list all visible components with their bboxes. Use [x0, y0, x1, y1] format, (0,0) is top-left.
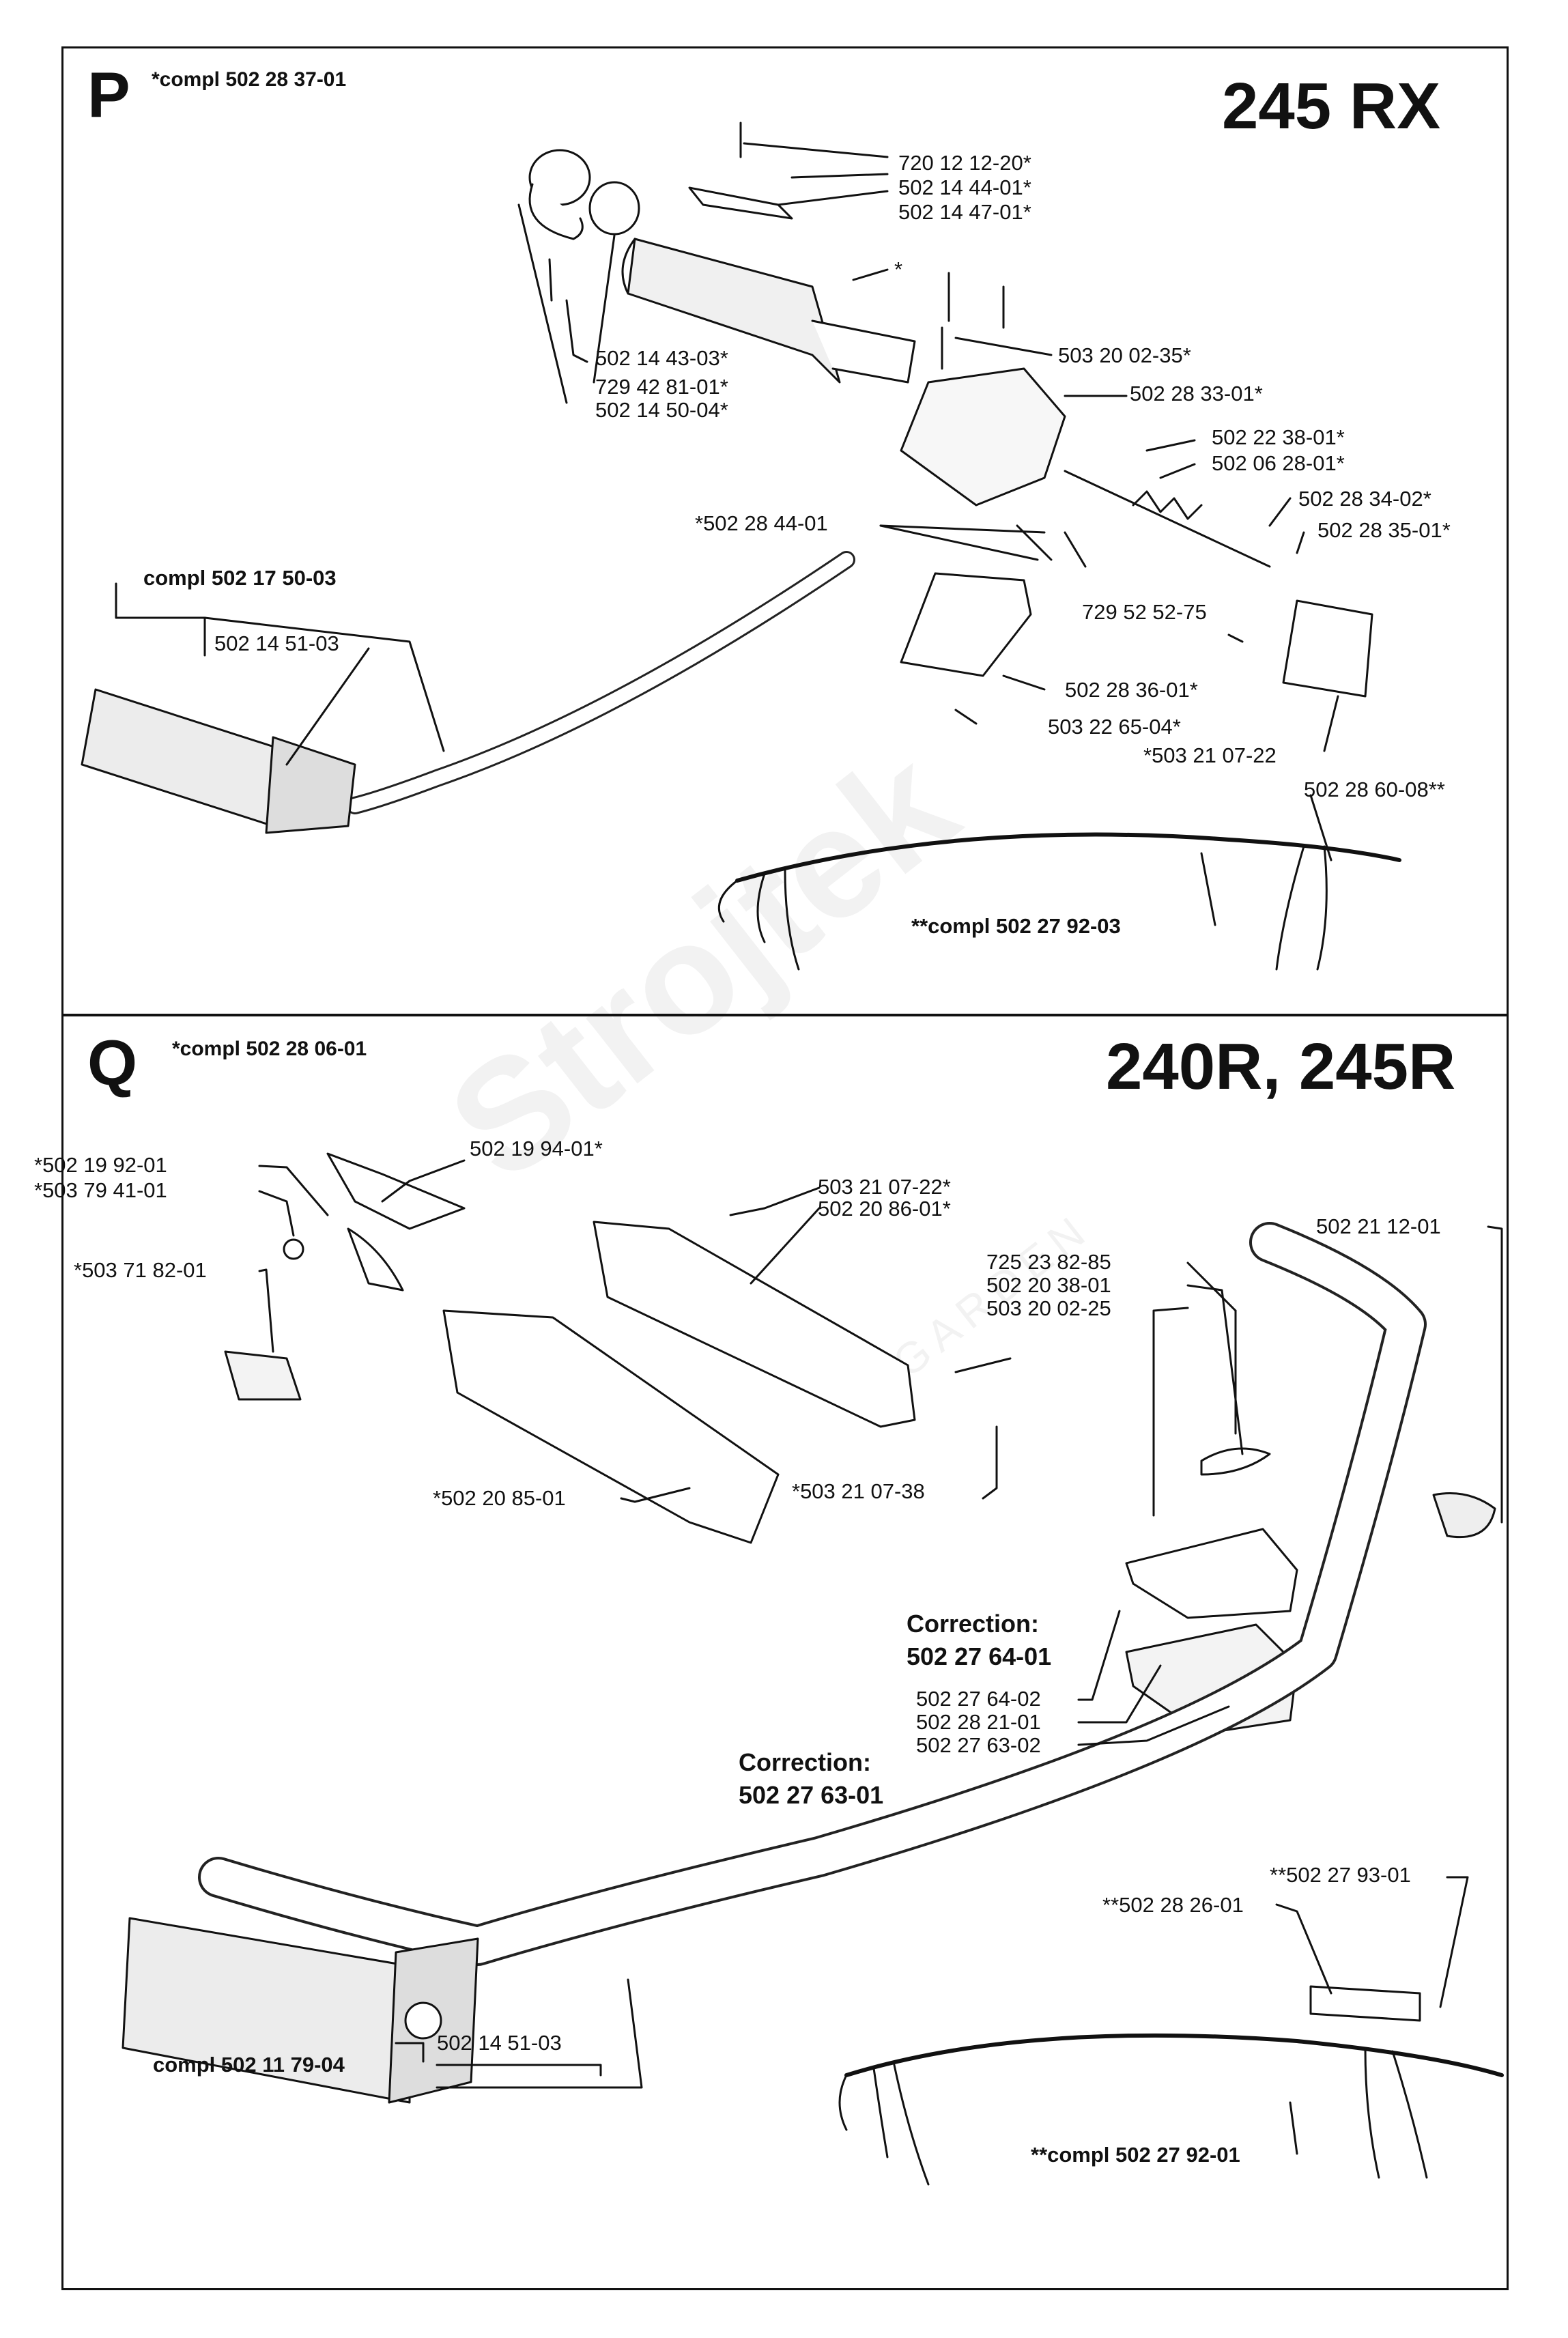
p-label-502-28-34-02: 502 28 34-02*	[1298, 487, 1431, 511]
p-label-compl-502-17-50-03: compl 502 17 50-03	[143, 566, 337, 590]
panel-p-letter: P	[87, 59, 130, 130]
q-end-cap	[1432, 1492, 1496, 1539]
p-handle-grip-cap	[621, 238, 636, 295]
p-clamp-bracket	[900, 367, 1066, 507]
p-label-720-12-12-20: 720 12 12-20*	[898, 151, 1031, 175]
q-hose	[1309, 1985, 1421, 2022]
q-label-502-19-92-01: *502 19 92-01	[34, 1153, 167, 1177]
p-label-729-52-52-75: 729 52 52-75	[1082, 600, 1207, 624]
p-label-compl-502-27-92-03: **compl 502 27 92-03	[911, 914, 1121, 938]
q-label-502-19-94-01: 502 19 94-01*	[470, 1137, 603, 1160]
q-label-502-27-63-02: 502 27 63-02	[916, 1733, 1041, 1757]
p-label-502-28-60-08: 502 28 60-08**	[1304, 778, 1445, 801]
q-correction-1: Correction: 502 27 64-01	[907, 1608, 1051, 1673]
p-label-503-20-02-35: 503 20 02-35*	[1058, 343, 1191, 367]
p-label-502-22-38-01: 502 22 38-01*	[1212, 425, 1345, 449]
panel-p-compl: *compl 502 28 37-01	[152, 68, 347, 91]
p-handle-grip	[627, 238, 841, 384]
q-label-725-23-82-85: 725 23 82-85	[986, 1250, 1111, 1274]
p-label-502-14-43-03: 502 14 43-03*	[595, 346, 728, 370]
p-clip	[688, 186, 793, 220]
panel-p-model: 245 RX	[1222, 70, 1441, 143]
p-spring	[1132, 490, 1203, 520]
p-trigger-housing	[900, 572, 1032, 677]
q-label-503-20-02-25: 503 20 02-25	[986, 1296, 1111, 1320]
q-label-502-27-64-02: 502 27 64-02	[916, 1687, 1041, 1711]
p-shaft	[346, 551, 855, 814]
q-correction-2-number: 502 27 63-01	[739, 1781, 884, 1809]
q-label-502-21-12-01: 502 21 12-01	[1316, 1214, 1441, 1238]
q-switch	[224, 1350, 302, 1401]
q-label-compl-502-27-92-01: **compl 502 27 92-01	[1031, 2143, 1240, 2167]
q-handle-right	[593, 1221, 916, 1428]
q-correction-2-title: Correction:	[739, 1748, 872, 1776]
q-correction-1-number: 502 27 64-01	[907, 1642, 1052, 1670]
q-label-503-71-82-01: *503 71 82-01	[74, 1258, 207, 1282]
panel-q-compl: *compl 502 28 06-01	[172, 1038, 367, 1060]
q-wire-harness	[844, 2033, 1504, 2077]
p-label-502-14-47-01: 502 14 47-01*	[898, 200, 1031, 224]
p-label-502-14-51-03: 502 14 51-03	[214, 631, 339, 655]
p-grip-sleeve	[81, 688, 288, 827]
q-lever-trigger	[347, 1227, 404, 1292]
p-wire-harness	[735, 832, 1401, 883]
q-label-502-14-51-03: 502 14 51-03	[437, 2031, 562, 2055]
q-wing-knob	[1200, 1447, 1271, 1476]
q-handle-left	[442, 1309, 780, 1544]
q-label-502-28-21-01: 502 28 21-01	[916, 1710, 1041, 1734]
panel-q-model: 240R, 245R	[1106, 1030, 1456, 1103]
q-spring-clip	[283, 1238, 304, 1260]
p-label-503-21-07-22: *503 21 07-22	[1143, 743, 1277, 767]
q-correction-2: Correction: 502 27 63-01	[739, 1746, 883, 1812]
q-label-503-79-41-01: *503 79 41-01	[34, 1178, 167, 1202]
p-label-star: *	[894, 257, 903, 281]
panel-q-letter: Q	[87, 1027, 138, 1098]
p-label-502-28-33-01: 502 28 33-01*	[1130, 382, 1263, 405]
q-label-503-21-07-22: 503 21 07-22*	[818, 1175, 951, 1199]
q-label-502-20-38-01: 502 20 38-01	[986, 1273, 1111, 1297]
q-label-502-28-26-01: **502 28 26-01	[1102, 1893, 1244, 1917]
p-label-503-22-65-04: 503 22 65-04*	[1048, 715, 1181, 739]
p-label-502-28-36-01: 502 28 36-01*	[1065, 678, 1198, 702]
q-label-502-20-85-01: *502 20 85-01	[433, 1486, 566, 1510]
q-grip-sleeve	[122, 1917, 411, 2104]
p-label-729-42-81-01: 729 42 81-01*	[595, 375, 728, 399]
p-label-502-06-28-01: 502 06 28-01*	[1212, 451, 1345, 475]
p-label-502-14-50-04: 502 14 50-04*	[595, 398, 728, 422]
p-label-502-14-44-01: 502 14 44-01*	[898, 175, 1031, 199]
q-label-compl-502-11-79-04: compl 502 11 79-04	[153, 2053, 345, 2077]
q-correction-1-title: Correction:	[907, 1610, 1040, 1638]
p-label-502-28-44-01: *502 28 44-01	[695, 511, 828, 535]
p-trigger-cover	[1282, 599, 1373, 698]
q-label-502-27-93-01: **502 27 93-01	[1270, 1863, 1411, 1887]
q-clamp-top	[1125, 1528, 1298, 1619]
p-rod	[1064, 470, 1271, 568]
q-label-503-21-07-38: *503 21 07-38	[792, 1479, 925, 1503]
q-label-502-20-86-01: 502 20 86-01*	[818, 1197, 951, 1221]
panel-q	[61, 1014, 1509, 2290]
p-label-502-28-35-01: 502 28 35-01*	[1317, 518, 1451, 542]
p-grip-stem	[811, 319, 916, 384]
p-nut	[588, 181, 640, 236]
